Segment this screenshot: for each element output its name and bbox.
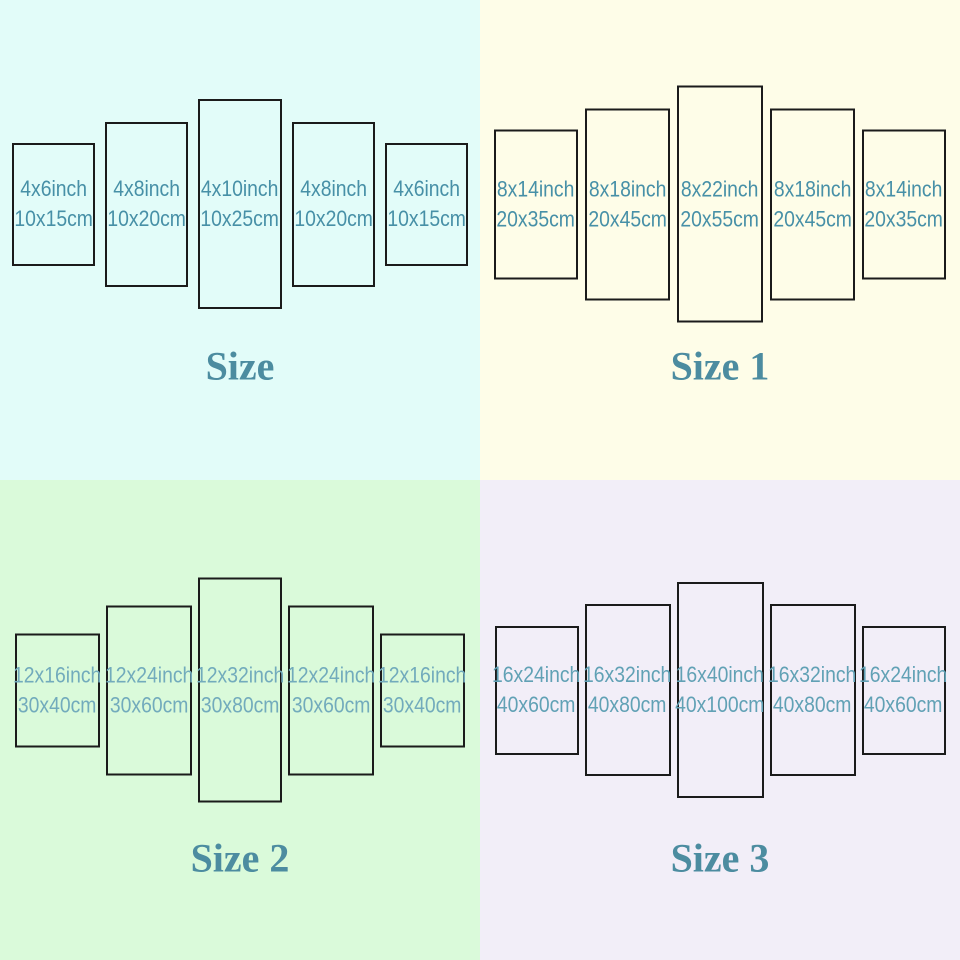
panel-size-inch: 16x40inch	[675, 662, 765, 687]
panel-size-inch: 4x6inch	[20, 176, 87, 201]
panel-label: 16x32inch 40x80cm	[768, 660, 856, 720]
quadrant-title: Size 2	[190, 835, 290, 881]
panel-size-inch: 8x18inch	[773, 176, 852, 201]
panel-size-cm: 30x60cm	[291, 692, 371, 717]
canvas-panel: 8x18inch 20x45cm	[585, 108, 670, 300]
canvas-panel: 4x10inch 10x25cm	[198, 99, 282, 309]
panel-size-inch: 8x22inch	[681, 176, 759, 201]
panel-size-inch: 12x32inch	[195, 662, 285, 687]
panel-label: 12x24inch 30x60cm	[105, 660, 193, 720]
quadrant-title: Size 1	[670, 343, 770, 389]
quadrant-size-3: 16x24inch 40x60cm 16x32inch 40x80cm 16x4…	[480, 480, 960, 960]
canvas-panel: 16x40inch 40x100cm	[675, 582, 765, 798]
canvas-panel: 4x8inch 10x20cm	[292, 121, 375, 287]
panel-size-cm: 40x60cm	[864, 692, 943, 717]
canvas-panel: 8x18inch 20x45cm	[770, 108, 855, 300]
panel-size-inch: 16x24inch	[492, 662, 581, 687]
panels-row: 16x24inch 40x60cm 16x32inch 40x80cm 16x4…	[480, 582, 960, 798]
panel-size-inch: 12x24inch	[104, 662, 194, 687]
panel-size-inch: 4x8inch	[300, 176, 367, 201]
panel-label: 8x18inch 20x45cm	[588, 174, 667, 234]
canvas-panel: 16x24inch 40x60cm	[492, 625, 581, 755]
canvas-panel: 12x24inch 30x60cm	[105, 605, 193, 775]
panel-label: 8x18inch 20x45cm	[773, 174, 852, 234]
canvas-panel: 8x14inch 20x35cm	[862, 129, 946, 279]
canvas-panel: 4x6inch 10x15cm	[385, 142, 468, 266]
canvas-panel: 16x24inch 40x60cm	[859, 625, 948, 755]
panel-size-inch: 12x16inch	[13, 662, 102, 687]
panel-label: 16x24inch 40x60cm	[859, 660, 947, 720]
canvas-panel: 8x14inch 20x35cm	[494, 129, 578, 279]
panels-row: 8x14inch 20x35cm 8x18inch 20x45cm 8x22in…	[480, 85, 960, 323]
canvas-panel: 12x16inch 30x40cm	[378, 633, 467, 747]
panel-size-inch: 8x14inch	[865, 176, 943, 201]
panel-size-cm: 40x80cm	[773, 692, 852, 717]
panel-size-cm: 20x45cm	[588, 206, 667, 231]
panel-size-cm: 20x35cm	[496, 206, 576, 231]
panel-label: 16x40inch 40x100cm	[675, 660, 764, 720]
panel-label: 12x32inch 30x80cm	[196, 660, 284, 720]
quadrant-size: 4x6inch 10x15cm 4x8inch 10x20cm 4x10inch…	[0, 0, 480, 480]
panel-label: 4x8inch 10x20cm	[107, 174, 186, 234]
panel-size-inch: 12x16inch	[378, 662, 467, 687]
quadrant-title: Size	[205, 343, 275, 389]
panel-label: 4x6inch 10x15cm	[14, 174, 93, 234]
panel-size-cm: 40x80cm	[588, 692, 667, 717]
panel-label: 16x24inch 40x60cm	[492, 660, 580, 720]
quadrant-title: Size 3	[670, 835, 770, 881]
panel-size-inch: 4x8inch	[113, 176, 180, 201]
panel-label: 8x14inch 20x35cm	[865, 174, 944, 234]
panel-label: 4x6inch 10x15cm	[387, 174, 466, 234]
panel-size-cm: 10x20cm	[294, 206, 373, 231]
panel-size-inch: 4x6inch	[393, 176, 460, 201]
canvas-panel: 12x16inch 30x40cm	[13, 633, 102, 747]
panel-size-cm: 20x45cm	[773, 206, 852, 231]
quadrant-size-1: 8x14inch 20x35cm 8x18inch 20x45cm 8x22in…	[480, 0, 960, 480]
panel-size-inch: 4x10inch	[201, 176, 279, 201]
canvas-panel: 12x32inch 30x80cm	[196, 577, 284, 803]
canvas-panel: 4x6inch 10x15cm	[12, 142, 95, 266]
panel-label: 8x14inch 20x35cm	[497, 174, 576, 234]
panel-size-cm: 40x60cm	[497, 692, 576, 717]
canvas-panel: 12x24inch 30x60cm	[287, 605, 375, 775]
panel-size-inch: 8x14inch	[497, 176, 575, 201]
panel-label: 4x8inch 10x20cm	[294, 174, 373, 234]
canvas-panel: 16x32inch 40x80cm	[583, 604, 672, 776]
panel-size-inch: 8x18inch	[588, 176, 667, 201]
panel-size-cm: 30x80cm	[200, 692, 280, 717]
panel-label: 12x16inch 30x40cm	[378, 660, 466, 720]
panels-row: 4x6inch 10x15cm 4x8inch 10x20cm 4x10inch…	[0, 99, 480, 309]
panel-size-cm: 20x55cm	[680, 206, 760, 231]
panel-size-inch: 16x24inch	[859, 662, 948, 687]
panel-label: 12x16inch 30x40cm	[13, 660, 101, 720]
canvas-panel: 16x32inch 40x80cm	[768, 604, 857, 776]
panel-size-cm: 20x35cm	[864, 206, 944, 231]
panel-label: 16x32inch 40x80cm	[583, 660, 671, 720]
panel-label: 8x22inch 20x55cm	[681, 174, 760, 234]
panel-size-inch: 12x24inch	[286, 662, 376, 687]
panel-size-cm: 30x60cm	[109, 692, 189, 717]
panel-size-cm: 10x20cm	[107, 206, 186, 231]
panel-size-cm: 30x40cm	[18, 692, 97, 717]
panel-size-cm: 10x25cm	[200, 206, 280, 231]
panel-size-cm: 10x15cm	[14, 206, 93, 231]
quadrant-size-2: 12x16inch 30x40cm 12x24inch 30x60cm 12x3…	[0, 480, 480, 960]
panel-size-cm: 40x100cm	[675, 692, 765, 717]
panel-label: 4x10inch 10x25cm	[201, 174, 280, 234]
panel-size-inch: 16x32inch	[768, 662, 857, 687]
panel-size-cm: 10x15cm	[387, 206, 466, 231]
panel-size-cm: 30x40cm	[383, 692, 462, 717]
panels-row: 12x16inch 30x40cm 12x24inch 30x60cm 12x3…	[0, 577, 480, 803]
panel-size-inch: 16x32inch	[583, 662, 672, 687]
canvas-panel: 4x8inch 10x20cm	[105, 121, 188, 287]
canvas-panel: 8x22inch 20x55cm	[677, 85, 763, 323]
panel-label: 12x24inch 30x60cm	[287, 660, 375, 720]
